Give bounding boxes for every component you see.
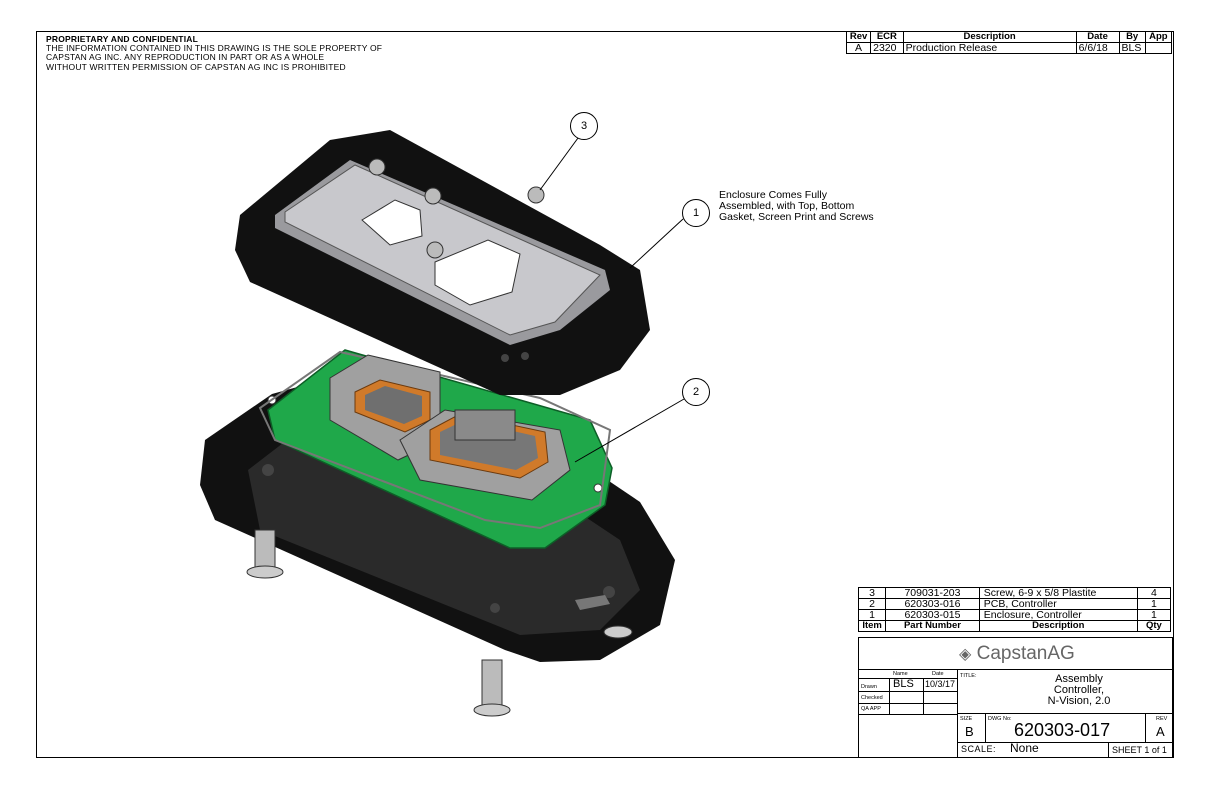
bom-description: Enclosure, Controller — [978, 609, 1138, 621]
callout-balloon-1: 1 — [682, 199, 710, 227]
divider — [859, 714, 957, 715]
divider — [859, 691, 957, 692]
title-line: Assembly — [1055, 673, 1103, 685]
drawn-label: Drawn — [861, 684, 877, 690]
divider — [1145, 713, 1146, 742]
app-cell — [1144, 42, 1173, 54]
scale-label: SCALE: — [961, 744, 997, 754]
bom-row: 1 620303-015 Enclosure, Controller 1 — [857, 609, 1172, 621]
title-line: N-Vision, 2.0 — [1047, 695, 1111, 707]
divider — [923, 678, 924, 714]
callout-balloon-2: 2 — [682, 378, 710, 406]
callout-note-line: Assembled, with Top, Bottom — [719, 200, 855, 212]
divider — [957, 742, 1172, 743]
drawing-number: 620303-017 — [1014, 720, 1111, 740]
bom-qty: 1 — [1136, 609, 1172, 621]
dwg-label: DWG No: — [988, 716, 1012, 722]
date-label: Date — [932, 671, 944, 677]
divider — [859, 678, 957, 679]
divider — [957, 713, 1172, 714]
title-label: TITLE: — [960, 673, 977, 679]
bill-of-materials: 3 709031-203 Screw, 6-9 x 5/8 Plastite 4… — [857, 587, 1172, 632]
callout-note: Enclosure Comes Fully Assembled, with To… — [719, 190, 919, 223]
name-label: Name — [893, 671, 908, 677]
title-line: Controller, — [1053, 684, 1105, 696]
bom-part-number: 620303-015 — [885, 609, 980, 621]
notice-line: THE INFORMATION CONTAINED IN THIS DRAWIN… — [46, 43, 383, 54]
bom-header-part: Part Number — [885, 620, 980, 632]
bom-header-item: Item — [857, 620, 887, 632]
rev-label: REV — [1156, 716, 1168, 722]
enclosure-top — [235, 130, 650, 395]
rev-value: A — [1156, 724, 1165, 739]
divider — [859, 669, 1172, 670]
title-block: ◈ CapstanAG Name Date Drawn BLS 10/3/17 … — [858, 637, 1173, 757]
callout-note-line: Enclosure Comes Fully — [719, 189, 827, 201]
callout-balloon-3: 3 — [570, 112, 598, 140]
bom-item: 1 — [857, 609, 887, 621]
notice-line: WITHOUT WRITTEN PERMISSION OF CAPSTAN AG… — [46, 61, 346, 72]
divider — [1108, 742, 1109, 757]
callout-note-line: Gasket, Screen Print and Screws — [719, 211, 874, 223]
bom-description: Screw, 6-9 x 5/8 Plastite — [978, 587, 1138, 599]
leader-line-1 — [629, 218, 684, 269]
size-label: SIZE — [960, 716, 973, 722]
revision-row: A 2320 Production Release 6/6/18 BLS — [845, 42, 1173, 54]
scale-value: None — [1010, 741, 1039, 755]
checked-label: Checked — [861, 695, 883, 701]
size-value: B — [965, 724, 974, 739]
divider — [889, 678, 890, 714]
bom-header-row: Item Part Number Description Qty — [857, 620, 1172, 632]
bom-item: 2 — [857, 598, 887, 610]
bom-row: 3 709031-203 Screw, 6-9 x 5/8 Plastite 4 — [857, 587, 1172, 599]
rev-cell: A — [845, 42, 872, 54]
drawn-date: 10/3/17 — [925, 679, 956, 689]
leader-line-3 — [539, 137, 579, 191]
notice-line: CAPSTAN AG INC. ANY REPRODUCTION IN PART… — [46, 52, 325, 63]
sheet-number: SHEET 1 of 1 — [1112, 745, 1167, 755]
company-logo: ◈ CapstanAG — [959, 643, 1075, 665]
company-name: CapstanAG — [976, 643, 1075, 664]
bom-header-description: Description — [978, 620, 1138, 632]
bom-header-qty: Qty — [1136, 620, 1172, 632]
bom-part-number: 709031-203 — [885, 587, 980, 599]
divider — [985, 713, 986, 742]
standoff-screws — [246, 529, 633, 717]
drawing-title: Assembly Controller, N-Vision, 2.0 — [989, 674, 1169, 707]
leader-line-2 — [574, 398, 685, 463]
connector-right — [399, 409, 571, 501]
bom-description: PCB, Controller — [978, 598, 1138, 610]
revision-table: Rev ECR Description Date By App A 2320 P… — [845, 31, 1173, 54]
bom-item: 3 — [857, 587, 887, 599]
bom-qty: 1 — [1136, 598, 1172, 610]
drawing-border — [36, 31, 1174, 758]
bom-qty: 4 — [1136, 587, 1172, 599]
proprietary-notice: PROPRIETARY AND CONFIDENTIAL THE INFORMA… — [46, 34, 466, 72]
bom-row: 2 620303-016 PCB, Controller 1 — [857, 598, 1172, 610]
description-cell: Production Release — [902, 42, 1077, 54]
bom-part-number: 620303-016 — [885, 598, 980, 610]
logo-icon: ◈ — [959, 646, 972, 663]
drawn-name: BLS — [893, 678, 914, 690]
divider — [859, 703, 957, 704]
notice-heading: PROPRIETARY AND CONFIDENTIAL — [46, 34, 198, 44]
qa-label: QA APP — [861, 706, 881, 712]
